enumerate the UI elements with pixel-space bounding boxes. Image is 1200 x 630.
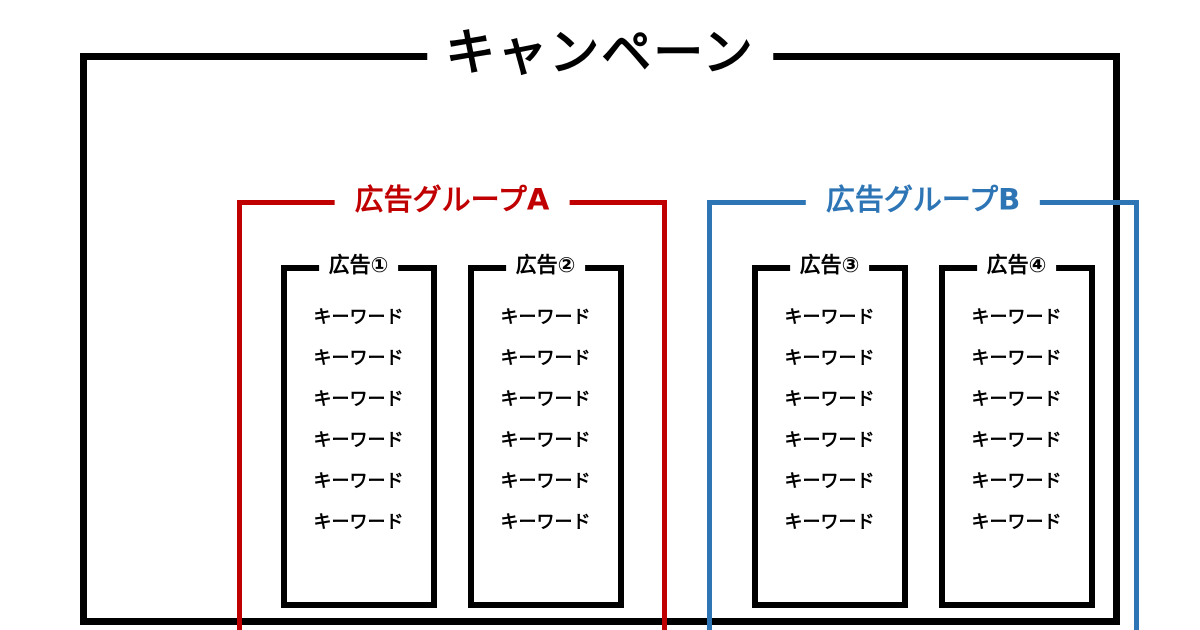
keyword-item: キーワード [500,471,591,492]
keyword-item: キーワード [971,471,1062,492]
ad-group-b-label: 広告グループB [805,182,1041,217]
ad-box-2: 広告② キーワード キーワード キーワード キーワード キーワード キーワード [467,252,624,608]
campaign-box: キャンペーン 広告グループA 広告① キーワード キーワード キーワード キーワ… [80,25,1139,630]
ad-group-a-label: 広告グループA [334,182,570,217]
ad-box-4: 広告④ キーワード キーワード キーワード キーワード キーワード キーワード [938,252,1095,608]
ad-2-label: 広告② [505,252,586,278]
keyword-item: キーワード [971,512,1062,533]
keyword-item: キーワード [313,307,404,328]
keyword-item: キーワード [500,307,591,328]
keyword-item: キーワード [784,512,875,533]
keyword-item: キーワード [313,348,404,369]
keyword-item: キーワード [500,512,591,533]
campaign-title: キャンペーン [427,25,773,81]
keyword-item: キーワード [313,389,404,410]
ad-group-b-box: 広告グループB 広告③ キーワード キーワード キーワード キーワード キーワー… [707,182,1139,630]
keyword-list: キーワード キーワード キーワード キーワード キーワード キーワード [474,271,618,543]
keyword-item: キーワード [784,430,875,451]
keyword-item: キーワード [971,389,1062,410]
keyword-item: キーワード [971,307,1062,328]
keyword-list: キーワード キーワード キーワード キーワード キーワード キーワード [287,271,431,543]
keyword-item: キーワード [500,389,591,410]
keyword-list: キーワード キーワード キーワード キーワード キーワード キーワード [758,271,902,543]
ad-box-1: 広告① キーワード キーワード キーワード キーワード キーワード キーワード [280,252,437,608]
keyword-item: キーワード [784,389,875,410]
keyword-item: キーワード [500,430,591,451]
keyword-item: キーワード [784,307,875,328]
keyword-list: キーワード キーワード キーワード キーワード キーワード キーワード [945,271,1089,543]
keyword-item: キーワード [500,348,591,369]
keyword-item: キーワード [313,430,404,451]
keyword-item: キーワード [971,348,1062,369]
ad-1-label: 広告① [318,252,399,278]
keyword-item: キーワード [313,512,404,533]
keyword-item: キーワード [784,471,875,492]
ad-4-label: 広告④ [976,252,1057,278]
keyword-item: キーワード [313,471,404,492]
ad-3-label: 広告③ [789,252,870,278]
keyword-item: キーワード [784,348,875,369]
ad-group-a-box: 広告グループA 広告① キーワード キーワード キーワード キーワード キーワー… [237,182,667,630]
ad-box-3: 広告③ キーワード キーワード キーワード キーワード キーワード キーワード [751,252,908,608]
keyword-item: キーワード [971,430,1062,451]
